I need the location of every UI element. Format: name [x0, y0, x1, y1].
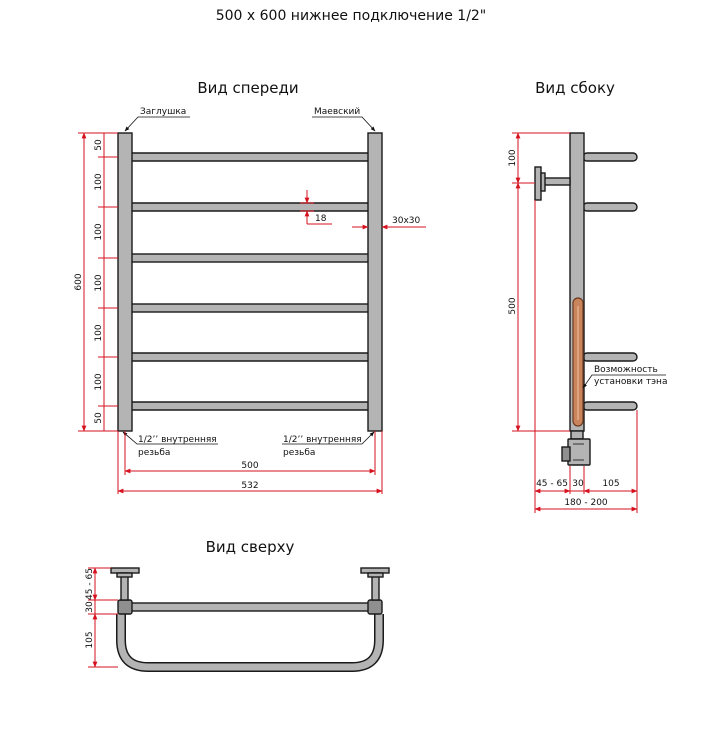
valve-leader [312, 116, 376, 132]
dim-step-3: 100 [94, 223, 104, 240]
front-rung-2 [119, 202, 381, 212]
top-front-rung [125, 602, 375, 612]
dim-overall-width: 532 [117, 431, 383, 494]
front-right-post [367, 132, 383, 432]
top-view: Вид сверху 45 - 65 30 105 [85, 538, 390, 672]
side-dim-overall-label: 180 - 200 [564, 498, 608, 508]
dim-profile: 30x30 [352, 216, 426, 230]
top-dim-wall-label: 45 - 65 [85, 568, 95, 600]
cap-label: Заглушка [140, 107, 186, 117]
top-left-bracket-plate [110, 567, 140, 574]
top-right-bracket-plate [360, 567, 390, 574]
side-dim-wall-label: 45 - 65 [536, 479, 568, 489]
top-dim-tube-label: 30 [85, 601, 95, 613]
dim-step-5: 100 [94, 324, 104, 341]
side-rung-2 [582, 202, 638, 212]
top-right-bracket-flange [367, 572, 384, 578]
front-view: Вид спереди Заглушка Маевский 1/2’’ внут… [74, 79, 426, 494]
side-dim-height-label: 500 [508, 297, 518, 314]
side-view-title: Вид сбоку [535, 79, 615, 97]
heater-leader [582, 374, 666, 389]
side-dim-top-label: 100 [508, 149, 518, 166]
cap-leader [124, 116, 190, 132]
side-dim-depth-label: 105 [602, 479, 619, 489]
page-title: 500 x 600 нижнее подключение 1/2" [216, 8, 487, 24]
side-dim-tube-label: 30 [572, 479, 584, 489]
front-rung-3 [129, 253, 371, 263]
top-right-collector [367, 599, 383, 615]
front-rung-6 [119, 401, 381, 411]
side-bracket-arm [542, 177, 571, 186]
side-view: Вид сбоку Возможность установки тэна 1 [508, 79, 667, 513]
side-rung-4 [582, 401, 638, 411]
right-thread-label-2: резьба [283, 448, 315, 458]
side-dim-bottom: 45 - 65 30 105 180 - 200 [534, 200, 638, 513]
front-rung-1 [119, 152, 381, 162]
front-rungs [119, 152, 381, 411]
dim-center-width-label: 500 [241, 461, 258, 471]
top-dims: 45 - 65 30 105 [85, 567, 118, 668]
side-bracket-flange [540, 172, 546, 192]
dim-rung-diameter-label: 18 [315, 214, 327, 224]
heater-label-1: Возможность [594, 365, 658, 375]
heater-plug [561, 446, 571, 462]
dim-steps: 50 100 100 100 100 100 50 [94, 132, 118, 432]
top-left-collector [117, 599, 133, 615]
side-dim-height: 500 [508, 182, 570, 432]
right-thread-label-1: 1/2’’ внутренняя [283, 435, 362, 445]
dim-step-4: 100 [94, 274, 104, 291]
dim-step-6: 100 [94, 373, 104, 390]
top-view-title: Вид сверху [206, 538, 295, 556]
dim-center-width: 500 [124, 431, 376, 475]
left-thread-leader [122, 431, 218, 445]
right-thread-leader [282, 431, 375, 445]
dim-total-height-label: 600 [74, 273, 84, 290]
dim-overall-width-label: 532 [241, 481, 258, 491]
heater-label-2: установки тэна [594, 377, 667, 387]
front-rung-4 [129, 303, 371, 313]
heater-socket [570, 430, 584, 440]
side-rung-3 [582, 352, 638, 362]
heater-box [567, 438, 591, 466]
side-bracket-plate [534, 166, 542, 201]
dim-step-1: 50 [94, 139, 104, 151]
dim-profile-label: 30x30 [392, 216, 421, 226]
dim-step-2: 100 [94, 173, 104, 190]
left-thread-label-2: резьба [138, 448, 170, 458]
side-rung-1 [582, 152, 638, 162]
valve-label: Маевский [314, 107, 360, 117]
top-dim-depth-label: 105 [85, 631, 95, 648]
dim-rung-diameter: 18 [300, 190, 332, 225]
left-thread-label-1: 1/2’’ внутренняя [138, 435, 217, 445]
front-left-post [117, 132, 133, 432]
dim-step-7: 50 [94, 412, 104, 424]
front-view-title: Вид спереди [197, 79, 298, 97]
top-u-rung [116, 614, 384, 672]
front-rung-5 [119, 352, 381, 362]
top-left-bracket-flange [116, 572, 133, 578]
